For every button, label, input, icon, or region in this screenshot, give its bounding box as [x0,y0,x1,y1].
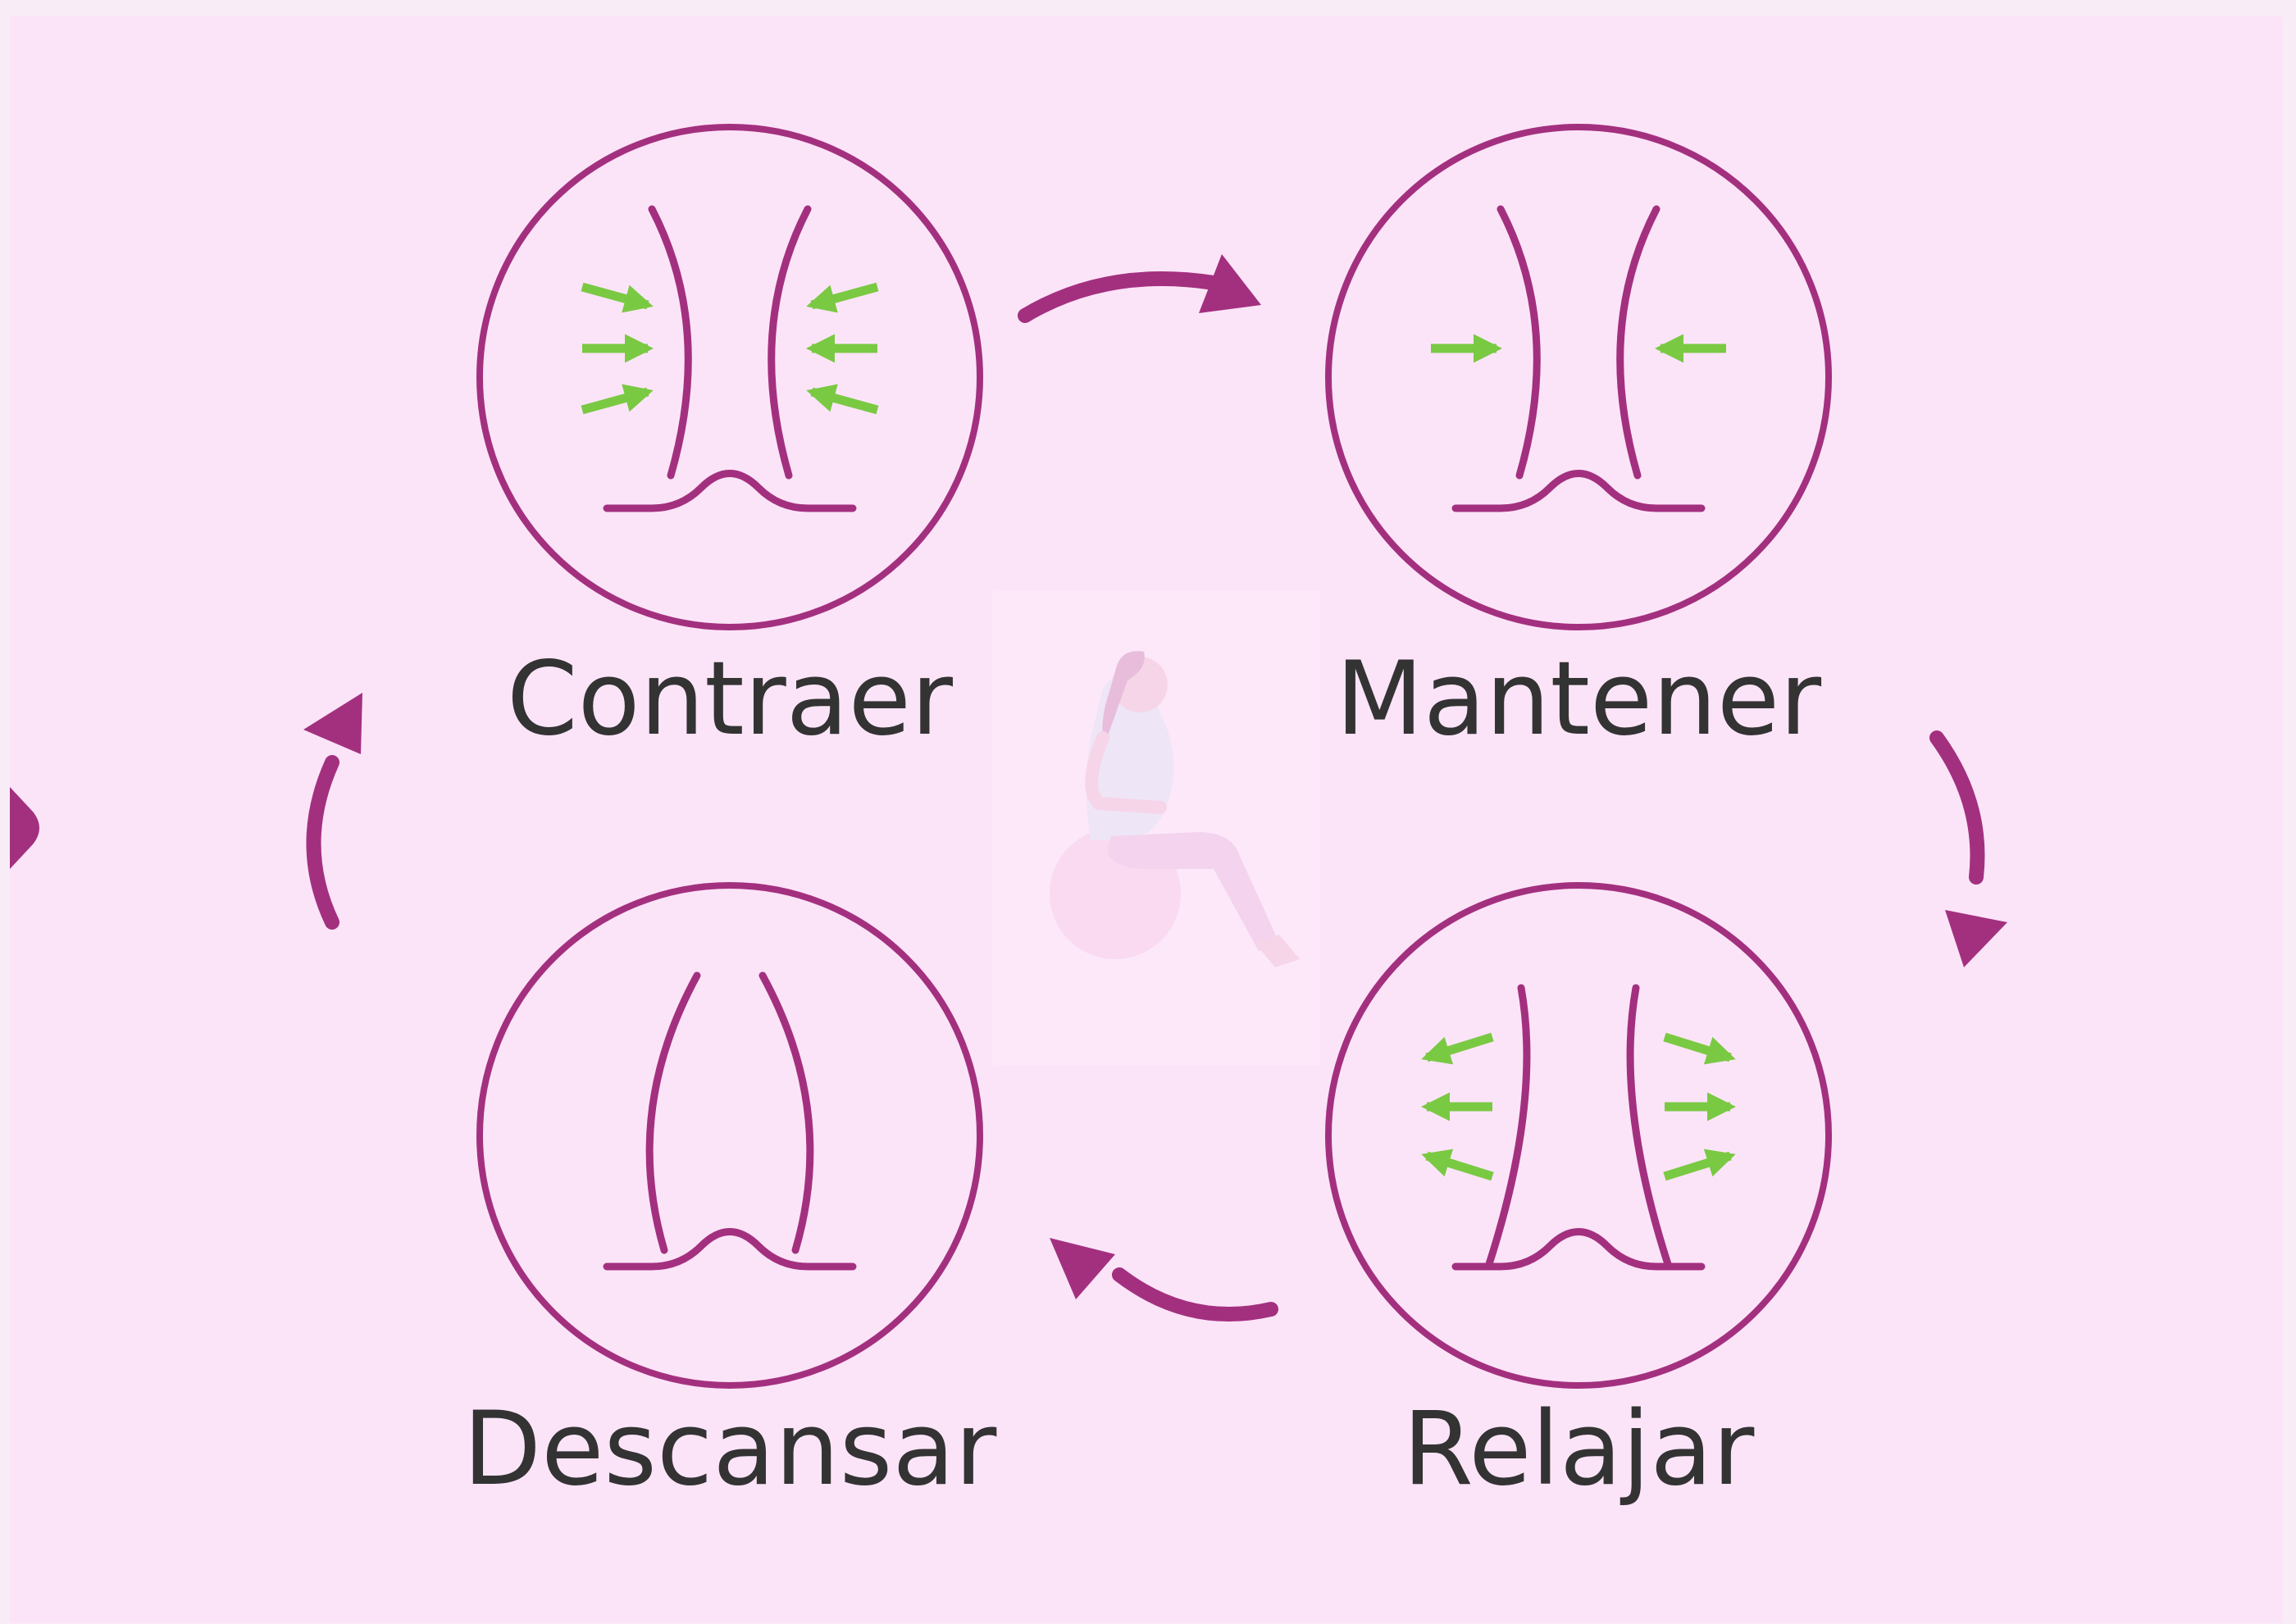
stage-label-mantener: Mantener [1336,640,1821,758]
stage-label-descansar: Descansar [463,1390,997,1508]
stage-label-relajar: Relajar [1403,1390,1755,1508]
pregnant-woman-on-exercise-ball-icon [992,590,1320,1066]
stage-label-contraer: Contraer [507,640,953,758]
